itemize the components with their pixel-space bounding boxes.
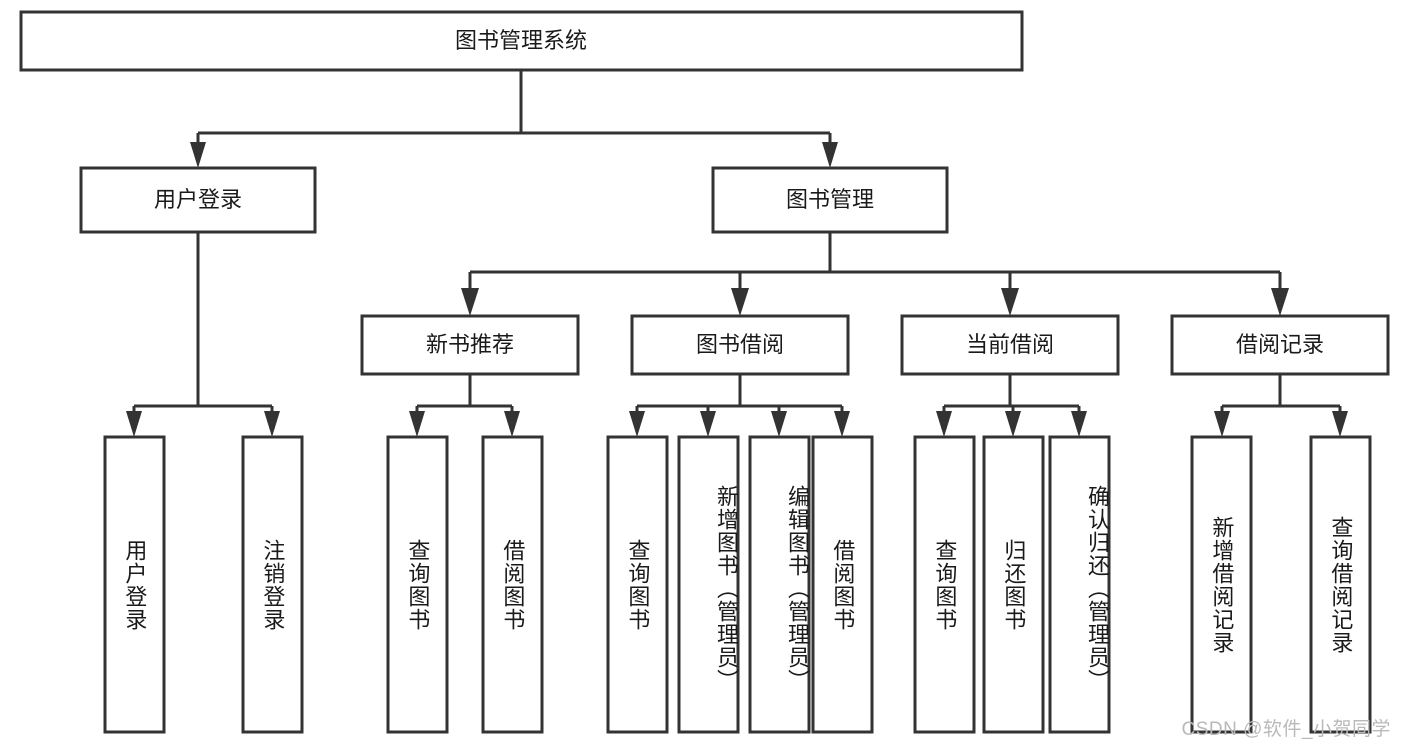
leaf-boxes (103, 435, 1372, 734)
node-add-book-admin[interactable] (677, 435, 740, 734)
node-query-borrow-record[interactable] (1309, 435, 1372, 734)
node-borrow-book-a[interactable] (481, 435, 544, 734)
node-query-book-a[interactable] (386, 435, 449, 734)
node-edit-book-admin[interactable] (748, 435, 811, 734)
connector-user-login-to-children (126, 232, 280, 437)
node-root-label: 图书管理系统 (455, 28, 587, 53)
connector-book-mgmt-to-level3 (461, 232, 1289, 316)
node-new-book-recommend-label: 新书推荐 (426, 332, 514, 357)
node-logout-leaf[interactable] (241, 435, 304, 734)
connector-root-to-level2 (190, 70, 838, 168)
node-book-borrow-label: 图书借阅 (696, 332, 784, 357)
node-confirm-return-admin[interactable] (1048, 435, 1111, 734)
node-current-borrow-label: 当前借阅 (966, 332, 1054, 357)
connector-current-borrow-to-children (936, 374, 1087, 437)
node-borrow-record-label: 借阅记录 (1236, 332, 1324, 357)
node-user-login-leaf[interactable] (103, 435, 166, 734)
node-user-login-label: 用户登录 (154, 187, 242, 212)
node-current-borrow[interactable]: 当前借阅 (900, 314, 1120, 376)
node-return-book[interactable] (982, 435, 1045, 734)
node-add-borrow-record[interactable] (1190, 435, 1253, 734)
connector-new-book-to-children (409, 374, 520, 437)
node-book-borrow[interactable]: 图书借阅 (630, 314, 850, 376)
connector-borrow-record-to-children (1214, 374, 1348, 437)
watermark: CSDN @软件_小贺同学 (1181, 719, 1391, 740)
node-book-management[interactable]: 图书管理 (711, 166, 949, 234)
node-user-login[interactable]: 用户登录 (79, 166, 317, 234)
connector-book-borrow-to-children (629, 374, 850, 437)
node-query-book-b[interactable] (606, 435, 669, 734)
node-new-book-recommend[interactable]: 新书推荐 (360, 314, 580, 376)
node-borrow-record[interactable]: 借阅记录 (1170, 314, 1390, 376)
node-root[interactable]: 图书管理系统 (19, 10, 1024, 72)
node-query-book-c[interactable] (913, 435, 976, 734)
node-borrow-book-b[interactable] (811, 435, 874, 734)
node-book-management-label: 图书管理 (786, 187, 874, 212)
